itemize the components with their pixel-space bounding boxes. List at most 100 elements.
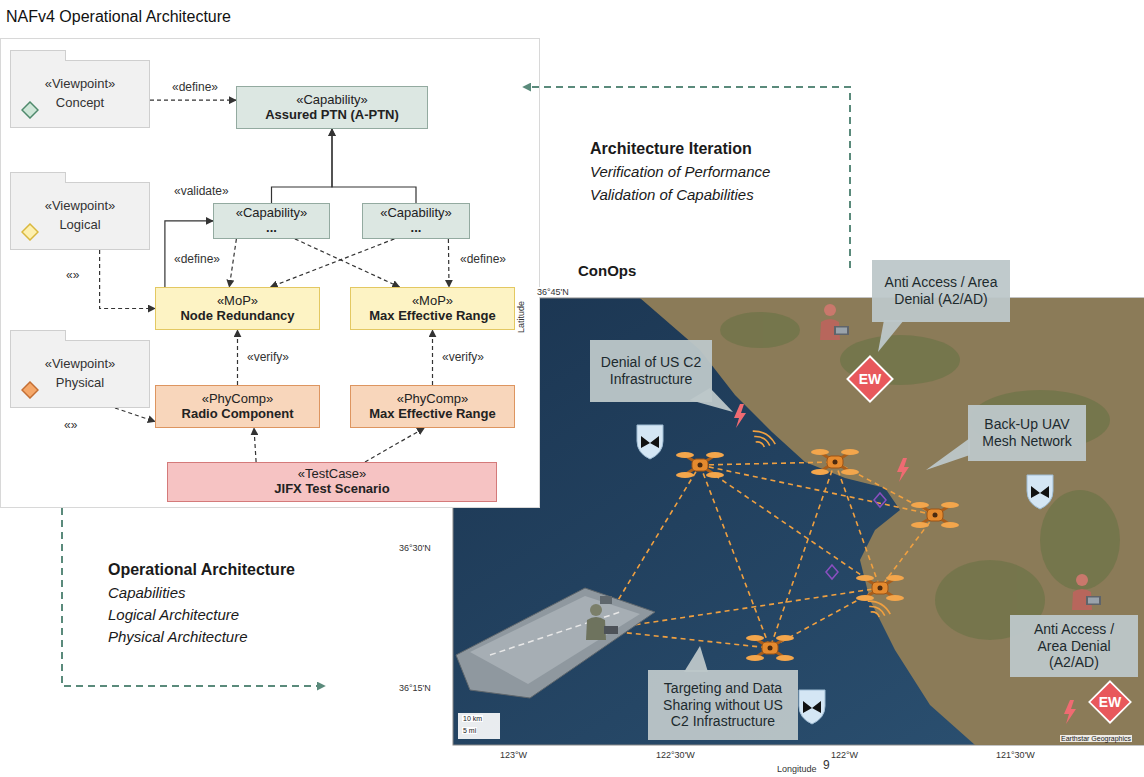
architecture-arrow [62, 508, 324, 686]
aircraft-carrier-part [470, 596, 640, 684]
axis-title: Longitude [776, 764, 818, 774]
terrain-part [720, 312, 800, 348]
diamond-shape [847, 356, 892, 401]
callout-tails-part [878, 320, 904, 352]
shield [799, 690, 825, 724]
viewpoint-diamond [22, 382, 38, 398]
capability-box: «Capability»... [362, 203, 470, 239]
callout-tails-part [926, 438, 970, 470]
drone [811, 449, 859, 475]
node-text: EW [859, 371, 882, 387]
aircraft-carrier-part [490, 612, 620, 655]
lightning [897, 458, 909, 482]
drone [911, 502, 959, 528]
node-text: «Capability» [296, 93, 368, 108]
node-text: Anti Access / Area Denial (A2/AD) [880, 274, 1002, 308]
connector [254, 428, 256, 462]
iteration-arrow [524, 87, 850, 268]
aircraft-carrier-part [604, 626, 618, 634]
connector [448, 239, 450, 287]
mop-box: «MoP»Node Redundancy [155, 287, 320, 330]
section-heading: Operational Architecture [108, 561, 295, 579]
node-text: Physical [56, 374, 104, 393]
note-text: Physical Architecture [108, 628, 248, 645]
edge-label: «define» [172, 252, 222, 266]
connector [115, 408, 155, 422]
node-text: «Viewpoint» [45, 75, 116, 94]
sea [453, 298, 1144, 745]
node-text: Back-Up UAV Mesh Network [976, 416, 1078, 450]
viewpoint-box: «Viewpoint»Logical [10, 182, 150, 250]
node-text: JIFX Test Scenario [274, 482, 389, 497]
callout-box: Anti Access / Area Denial (A2/AD) [1010, 615, 1138, 677]
connector [229, 239, 236, 287]
axis-tick: 122°30'W [655, 750, 696, 760]
node-text: «PhyComp» [202, 392, 274, 407]
connector [272, 129, 333, 203]
drone [676, 452, 724, 478]
panel-frame [1, 39, 540, 508]
viewpoint-icon [21, 101, 39, 119]
shield [637, 425, 663, 459]
shield [1027, 475, 1053, 509]
node-text: Max Effective Range [369, 407, 495, 422]
ew-diamond: EW [1088, 680, 1132, 724]
viewpoint-diamond [22, 102, 38, 118]
axis-tick: 36°45'N [536, 287, 570, 297]
axis-tick: 121°30'W [995, 750, 1036, 760]
viewpoint-box: «Viewpoint»Physical [10, 340, 150, 408]
signal [749, 428, 778, 451]
signal [864, 598, 893, 621]
connector [150, 99, 236, 100]
capability-box: «Capability»Assured PTN (A-PTN) [236, 86, 428, 129]
node-text: Targeting and Data Sharing without US C2… [656, 680, 790, 730]
node-text: EW [1099, 694, 1122, 710]
node-text: ... [411, 221, 422, 236]
axis-title: Latitude [516, 300, 526, 334]
node-text: Assured PTN (A-PTN) [265, 108, 399, 123]
axis-tick: 36°15'N [398, 683, 432, 693]
note-text: Logical Architecture [108, 606, 239, 623]
diagram-title: NAFv4 Operational Architecture [6, 8, 231, 26]
callout-tails [684, 320, 970, 672]
viewpoint-icon [21, 381, 39, 399]
mop-box: «MoP»Max Effective Range [350, 287, 515, 330]
node-text: Anti Access / Area Denial (A2/AD) [1018, 621, 1130, 671]
connector [271, 239, 395, 287]
node-text: «Capability» [236, 206, 308, 221]
scale-box [458, 713, 500, 739]
lightning [1064, 700, 1076, 724]
node-text: «PhyComp» [397, 392, 469, 407]
edge-label: «define» [458, 252, 508, 266]
connector [237, 330, 238, 385]
node-text: Radio Component [182, 407, 294, 422]
node-text: Denial of US C2 Infrastructure [598, 354, 704, 388]
component-box: «PhyComp»Max Effective Range [350, 385, 515, 428]
drone [746, 635, 794, 661]
edge-label: «validate» [172, 184, 231, 198]
edge-label: «» [62, 418, 79, 432]
terrain [720, 312, 1120, 640]
callout-box: Anti Access / Area Denial (A2/AD) [872, 260, 1010, 322]
panel-ground [0, 0, 540, 508]
mesh-links-part [835, 462, 880, 588]
node-text: «Capability» [380, 206, 452, 221]
soldier [1072, 574, 1101, 610]
aircraft-carrier [456, 588, 655, 698]
connector [332, 129, 416, 203]
node-text: «Viewpoint» [45, 197, 116, 216]
terrain-part [970, 390, 1110, 450]
callout-tails-part [684, 646, 708, 672]
land [640, 298, 1144, 745]
node-text: «Viewpoint» [45, 355, 116, 374]
ew-diamond: EW [846, 355, 894, 403]
diamond-shape [1089, 681, 1130, 722]
scale-label: 5 mi [462, 727, 477, 734]
viewpoint-diamond [22, 224, 38, 240]
aircraft-carrier-part [586, 617, 606, 640]
section-heading: ConOps [578, 262, 636, 279]
attribution: Earthstar Geographics [1060, 735, 1132, 742]
node-text: Node Redundancy [180, 309, 294, 324]
aircraft-carrier-part [456, 588, 655, 698]
